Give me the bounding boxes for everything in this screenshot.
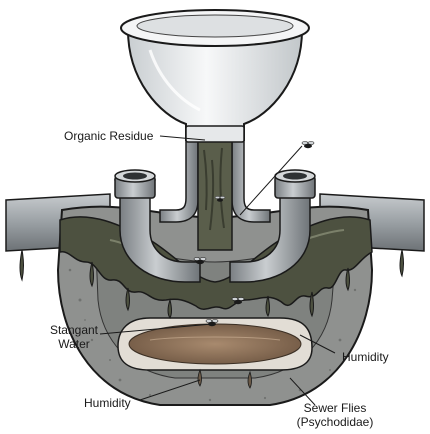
fly-icon bbox=[214, 196, 226, 202]
label-humidity-left: Humidity bbox=[84, 396, 131, 410]
label-sewer-flies: Sewer Flies (Psychodidae) bbox=[290, 401, 380, 429]
toilet-bowl bbox=[120, 9, 310, 143]
label-organic-residue: Organic Residue bbox=[64, 129, 154, 143]
fly-icon bbox=[301, 141, 315, 149]
fly-icon bbox=[205, 319, 219, 327]
leader-lines bbox=[99, 135, 336, 406]
label-sewer-flies-line2: (Psychodidae) bbox=[296, 415, 374, 429]
fly-icon bbox=[231, 297, 245, 305]
label-humidity-right: Humidity bbox=[342, 350, 389, 364]
label-sewer-flies-line1: Sewer Flies bbox=[303, 401, 367, 415]
trap-pipe-right bbox=[229, 169, 316, 283]
trap-pipe-left bbox=[114, 169, 201, 283]
label-stagnant-water-line2: Water bbox=[58, 337, 90, 351]
stagnant-water-pool bbox=[117, 317, 313, 371]
sewer-fly-icons bbox=[193, 141, 315, 327]
fly-icon bbox=[193, 257, 207, 265]
concrete-texture bbox=[68, 258, 362, 402]
label-stagnant-water-line1: Stangant bbox=[49, 323, 99, 337]
outlet-pipes bbox=[159, 139, 271, 251]
label-stagnant-water: Stangant Water bbox=[44, 323, 104, 351]
